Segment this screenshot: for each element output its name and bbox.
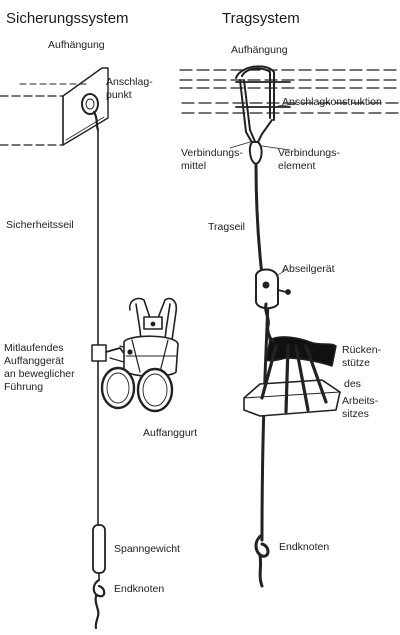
- label-spanngewicht: Spanngewicht: [114, 543, 180, 555]
- label-rueckenstuetze: Rücken- stütze: [342, 344, 382, 369]
- label-auffanggeraet: Mitlaufendes Auffanggerät an beweglicher…: [4, 342, 75, 393]
- label-des: des: [344, 378, 361, 390]
- label-anschlagkonstruktion: Anschlagkonstruktion: [282, 96, 382, 108]
- label-endknoten-left: Endknoten: [114, 583, 165, 595]
- support-rope: [254, 162, 270, 542]
- heading-tragsystem: Tragsystem: [222, 10, 300, 27]
- label-sicherheitsseil: Sicherheitsseil: [6, 219, 74, 231]
- leader-lines: [229, 103, 297, 277]
- label-aufhaengung-left: Aufhängung: [48, 39, 105, 51]
- label-verbindungselement: Verbindungs- element: [278, 147, 340, 172]
- harness-drawing: [100, 297, 179, 413]
- label-verbindungsmittel: Verbindungs- mittel: [181, 147, 243, 172]
- label-auffanggurt: Auffanggurt: [143, 427, 198, 439]
- end-knot-left: [92, 578, 106, 630]
- label-aufhaengung-right: Aufhängung: [231, 44, 288, 56]
- work-seat: [243, 333, 341, 417]
- connecting-element: [248, 141, 263, 165]
- label-anschlagpunkt: Anschlag- punkt: [106, 76, 153, 101]
- label-endknoten-right: Endknoten: [279, 541, 330, 553]
- label-tragseil: Tragseil: [208, 221, 245, 233]
- heading-sicherungssystem: Sicherungssystem: [6, 10, 129, 27]
- descender-device: [255, 268, 291, 346]
- anchor-beam-left: [0, 67, 109, 146]
- anchor-construction: [179, 69, 400, 114]
- tension-weight: [92, 524, 106, 581]
- label-abseilgeraet: Abseilgerät: [282, 263, 335, 275]
- fall-arrester: [91, 344, 133, 362]
- label-arbeitssitzes: Arbeits- sitzes: [342, 395, 379, 420]
- end-knot-right: [254, 533, 270, 588]
- anchor-point-left: [81, 93, 100, 132]
